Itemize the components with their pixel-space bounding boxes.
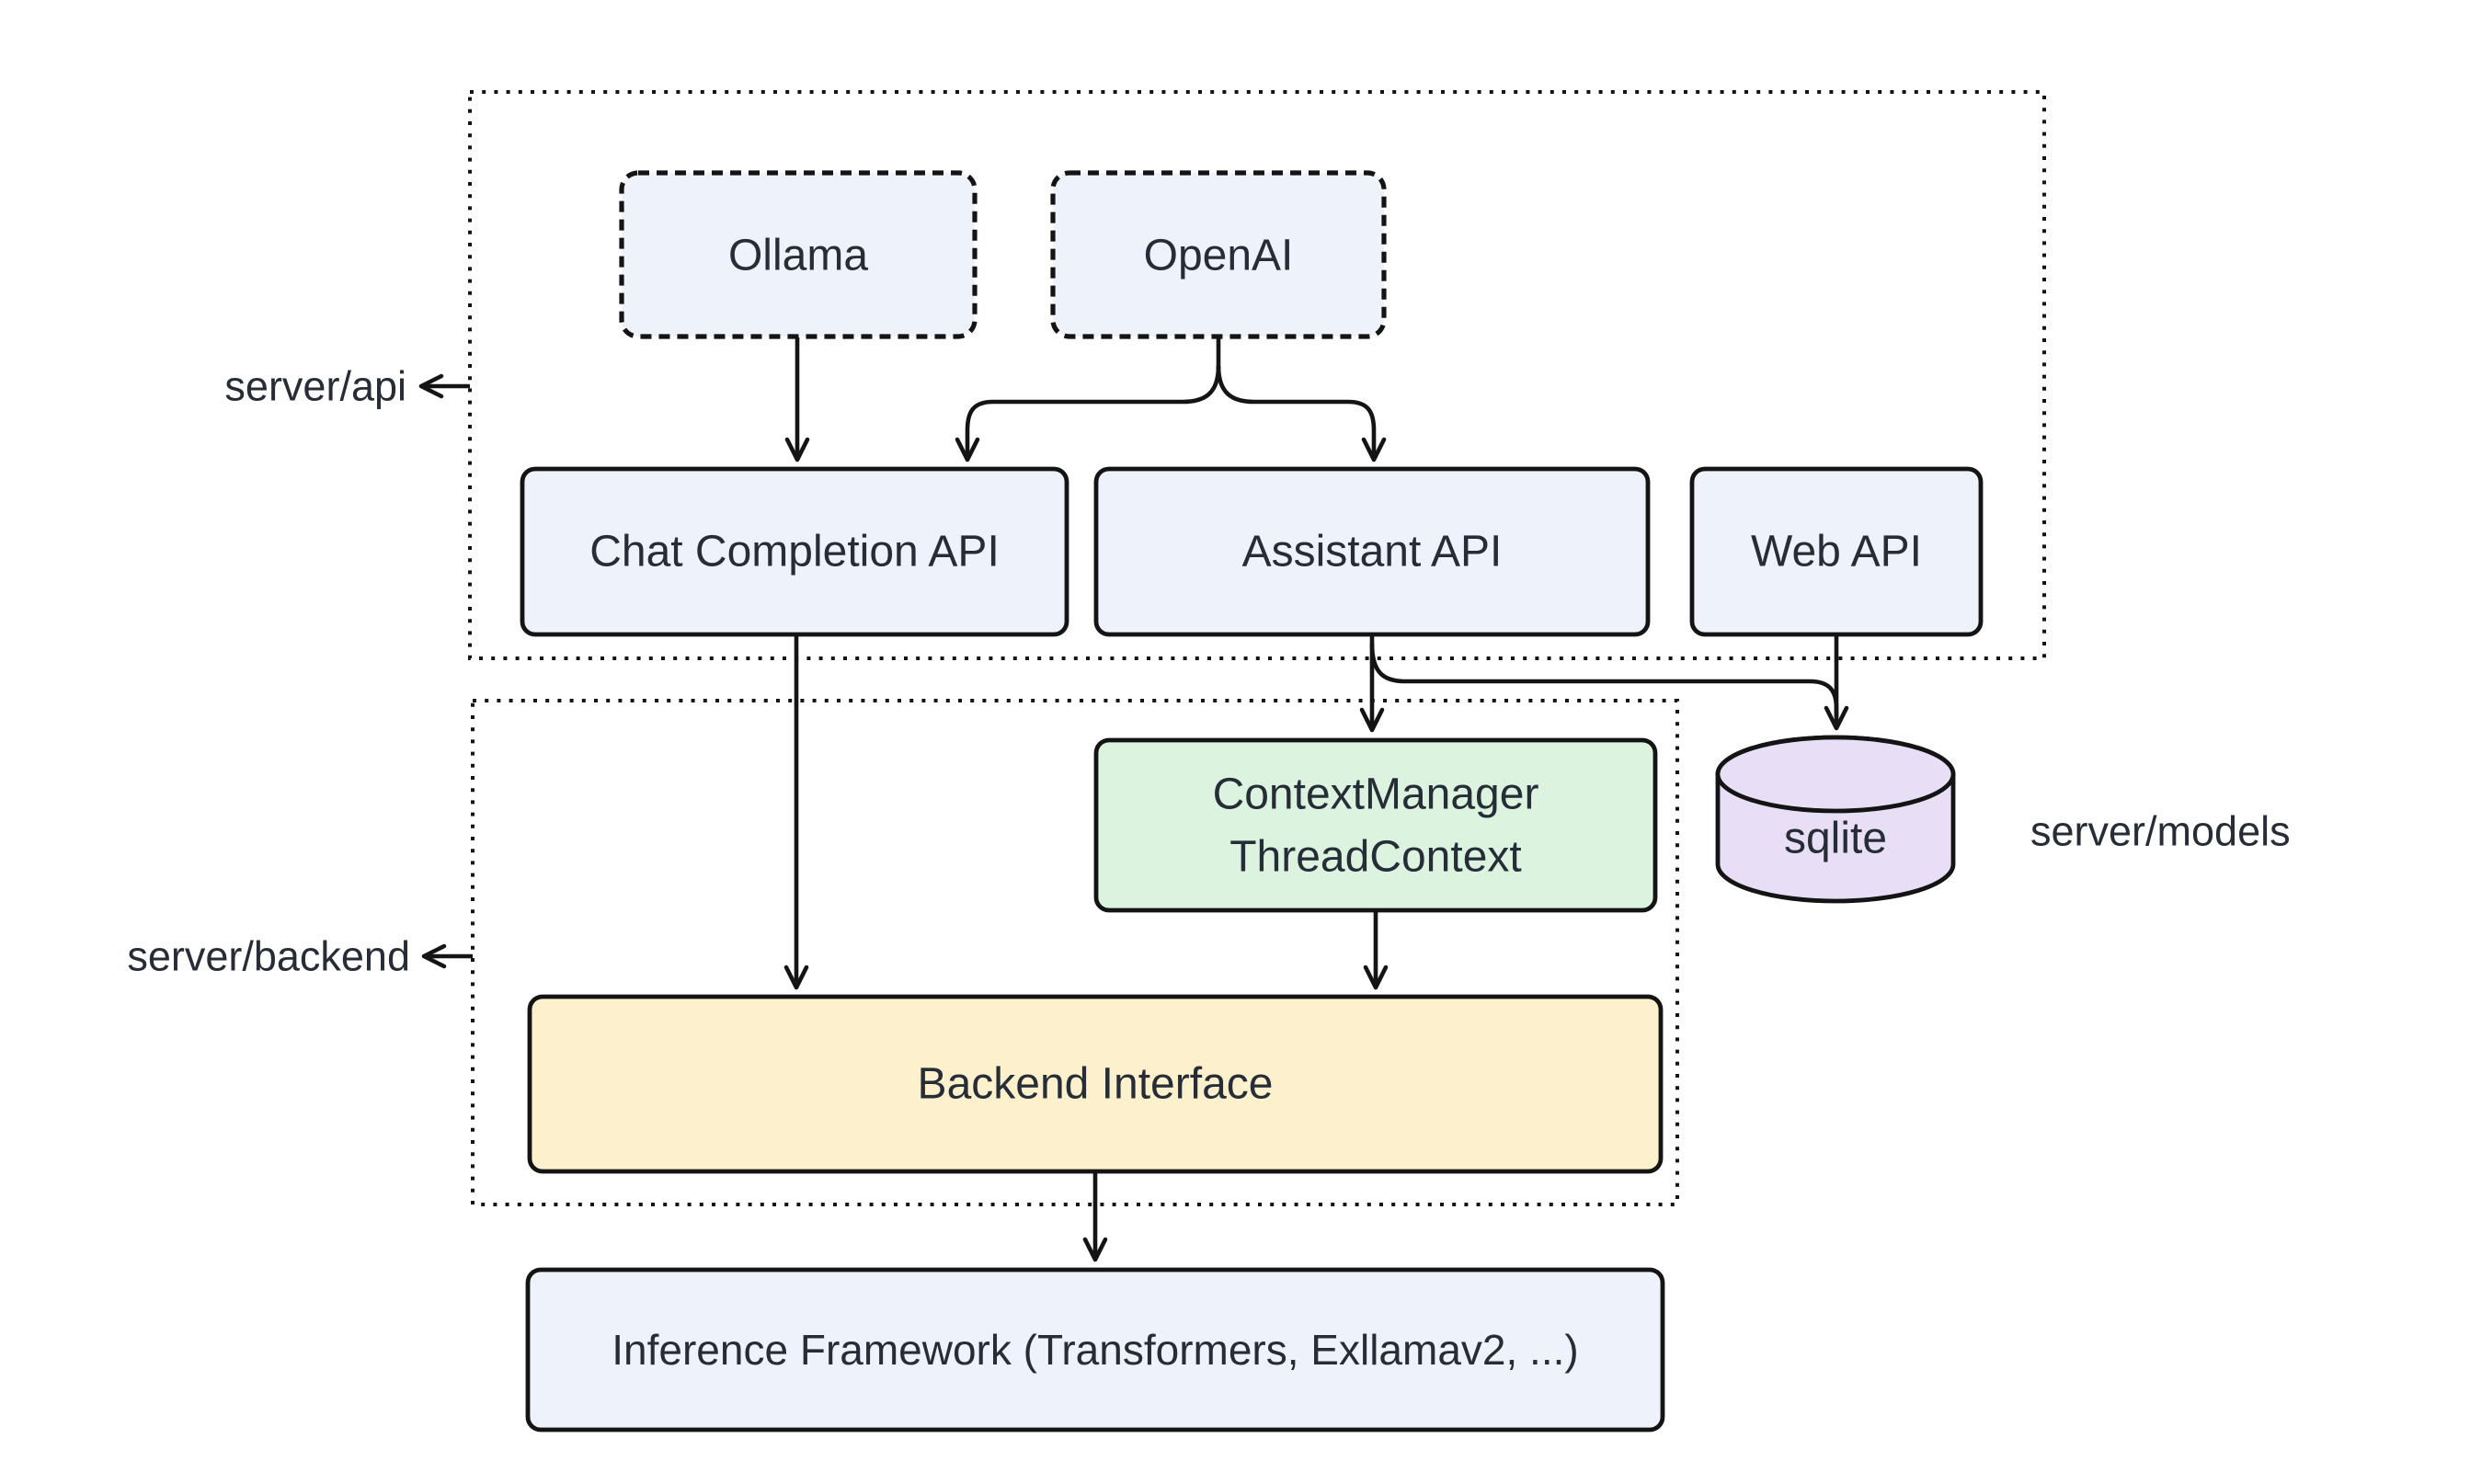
server-models-label: server/models xyxy=(2030,808,2291,855)
container-server-api: server/api xyxy=(224,90,2046,660)
context-manager-label-line2: ThreadContext xyxy=(1229,833,1522,882)
node-sqlite: sqlite xyxy=(1715,735,1956,904)
inference-framework-label: Inference Framework (Transformers, Exlla… xyxy=(612,1326,1578,1374)
ollama-label: Ollama xyxy=(728,232,868,280)
server-api-label: server/api xyxy=(224,363,406,410)
edge-openai-assistant xyxy=(1216,365,1387,462)
node-ollama: Ollama xyxy=(619,170,978,339)
chat-completion-api-label: Chat Completion API xyxy=(589,528,1000,576)
web-api-label: Web API xyxy=(1751,528,1922,576)
node-chat-completion-api: Chat Completion API xyxy=(520,466,1069,637)
node-backend-interface: Backend Interface xyxy=(527,994,1664,1174)
edges xyxy=(783,337,1849,1262)
node-context-manager: ContextManager ThreadContext xyxy=(1093,737,1658,913)
openai-label: OpenAI xyxy=(1144,232,1294,280)
node-inference-framework: Inference Framework (Transformers, Exlla… xyxy=(525,1267,1665,1433)
sqlite-label: sqlite xyxy=(1784,815,1887,863)
inference-framework-box xyxy=(525,1267,1665,1433)
ollama-box xyxy=(619,170,978,339)
sqlite-cylinder-top xyxy=(1715,735,1956,814)
server-backend-label: server/backend xyxy=(127,933,410,980)
web-api-box xyxy=(1689,466,1984,637)
backend-interface-box xyxy=(527,994,1664,1174)
openai-box xyxy=(1050,170,1387,339)
backend-interface-label: Backend Interface xyxy=(918,1060,1274,1109)
node-openai: OpenAI xyxy=(1050,170,1387,339)
assistant-api-label: Assistant API xyxy=(1242,528,1503,576)
context-manager-label-line1: ContextManager xyxy=(1213,771,1539,819)
server-backend-border xyxy=(471,699,1679,1206)
node-assistant-api: Assistant API xyxy=(1093,466,1651,637)
context-manager-box xyxy=(1093,737,1658,913)
assistant-api-box xyxy=(1093,466,1651,637)
server-api-border xyxy=(468,90,2046,660)
chat-completion-api-box xyxy=(520,466,1069,637)
container-server-backend: server/backend xyxy=(127,699,1679,1206)
edge-openai-chat xyxy=(955,365,1221,462)
edge-assistant-sqlite xyxy=(1369,643,1839,717)
node-web-api: Web API xyxy=(1689,466,1984,637)
